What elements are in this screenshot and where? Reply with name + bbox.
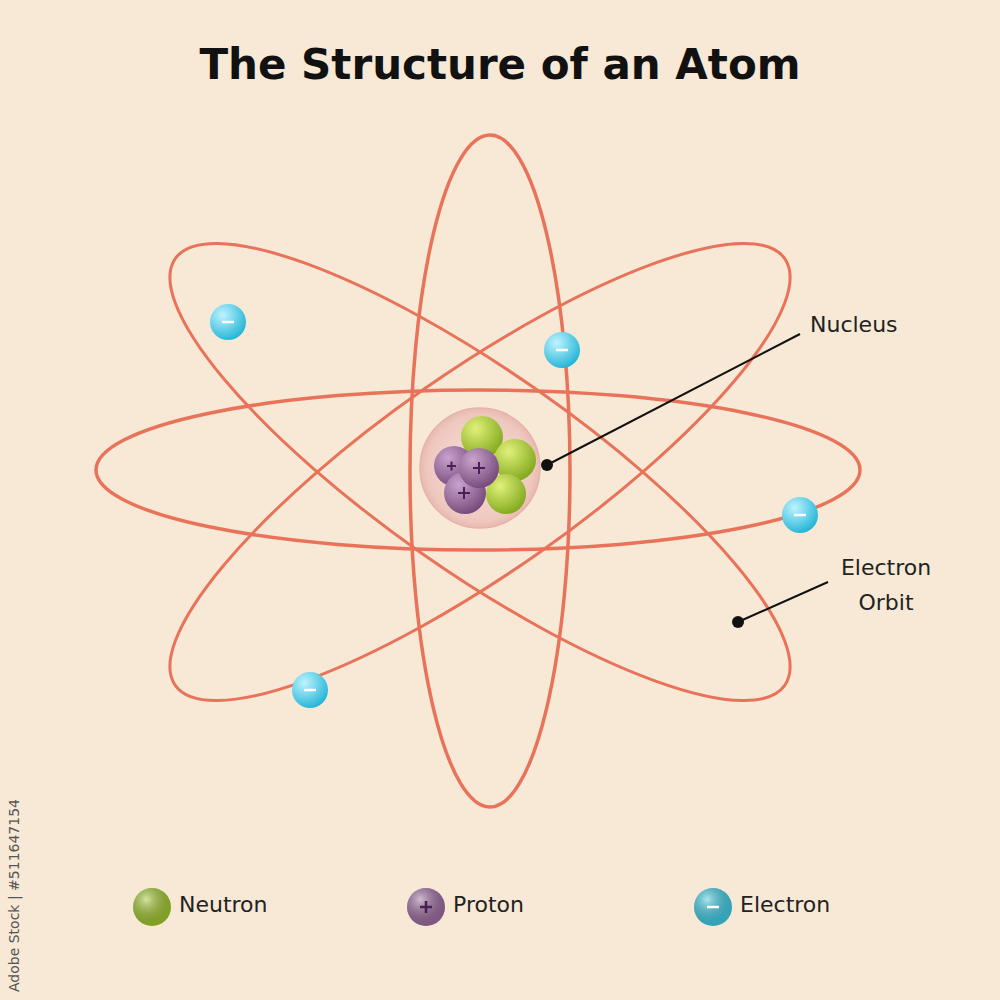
nucleus (420, 408, 540, 528)
part-label: Electron Orbit (826, 550, 946, 620)
legend-label: Proton (453, 892, 524, 917)
part-label: Nucleus (810, 312, 898, 337)
legend-swatch (405, 886, 447, 928)
electron-orbit (118, 177, 842, 768)
electron-orbits (96, 135, 860, 807)
legend-label: Neutron (179, 892, 268, 917)
electron-orbit (96, 390, 860, 550)
diagram-title: The Structure of an Atom (0, 40, 1000, 89)
leader-lines (541, 334, 828, 628)
legend-swatch (692, 886, 734, 928)
electron-orbit (410, 135, 570, 807)
electrons (210, 304, 818, 708)
legend-label: Electron (740, 892, 830, 917)
watermark: Adobe Stock | #511647154 (6, 799, 22, 992)
legend-swatch (131, 886, 173, 928)
electron-orbit (118, 177, 842, 768)
